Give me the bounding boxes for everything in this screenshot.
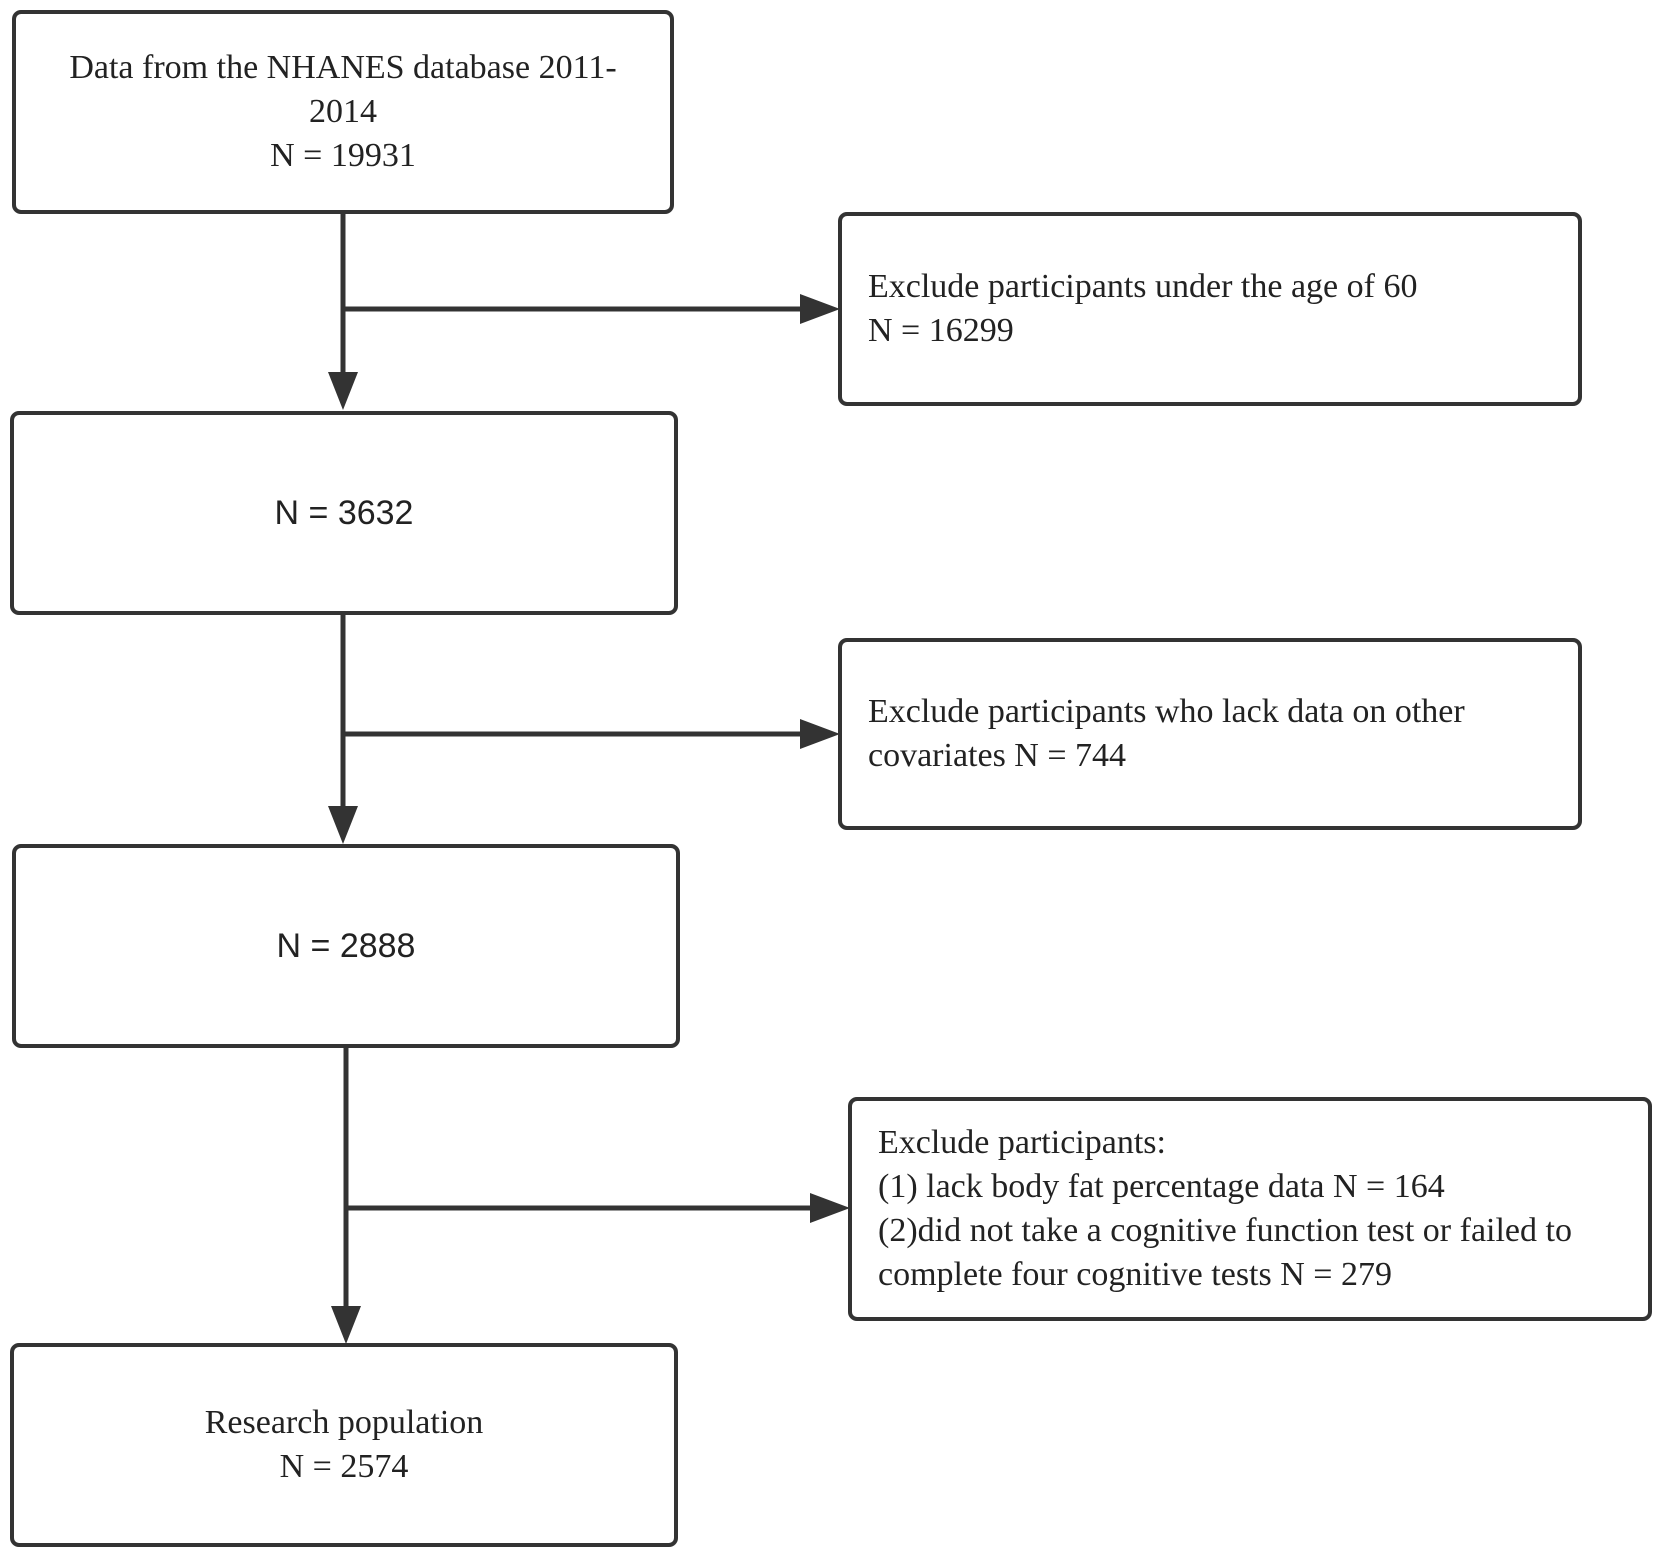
step-box-2-text: N = 2888	[276, 927, 416, 965]
exclusion-box-3: Exclude participants: (1) lack body fat …	[848, 1097, 1652, 1321]
arrowhead-final	[331, 1306, 361, 1344]
start-box-line-1: Data from the NHANES database 2011-	[69, 49, 617, 86]
final-box-line-1: Research population	[204, 1404, 484, 1441]
arrowhead-step2	[328, 806, 358, 844]
exclusion-box-1: Exclude participants under the age of 60…	[838, 212, 1582, 406]
exclusion-box-2-line-1: Exclude participants who lack data on ot…	[868, 693, 1465, 730]
exclusion-box-2: Exclude participants who lack data on ot…	[838, 638, 1582, 830]
start-box-line-2: 2014	[309, 93, 377, 130]
arrowhead-exclusion2	[800, 719, 840, 749]
step-box-2: N = 2888	[12, 844, 680, 1048]
arrowhead-exclusion1	[800, 294, 840, 324]
arrowhead-exclusion3	[810, 1193, 850, 1223]
exclusion-box-3-line-3: (2)did not take a cognitive function tes…	[878, 1212, 1572, 1249]
step-box-1-text: N = 3632	[274, 494, 414, 532]
exclusion-box-3-line-2: (1) lack body fat percentage data N = 16…	[878, 1168, 1445, 1205]
exclusion-box-2-line-2: covariates N = 744	[868, 737, 1127, 774]
step-box-1: N = 3632	[10, 411, 678, 615]
final-box-line-2: N = 2574	[279, 1448, 409, 1485]
final-box: Research population N = 2574	[10, 1343, 678, 1547]
exclusion-box-3-line-1: Exclude participants:	[878, 1124, 1166, 1161]
start-box-line-3: N = 19931	[270, 137, 416, 174]
start-box: Data from the NHANES database 2011- 2014…	[12, 10, 674, 214]
arrowhead-step1	[328, 372, 358, 410]
exclusion-box-1-line-2: N = 16299	[868, 312, 1014, 349]
exclusion-box-1-line-1: Exclude participants under the age of 60	[868, 268, 1418, 305]
exclusion-box-3-line-4: complete four cognitive tests N = 279	[878, 1256, 1392, 1293]
